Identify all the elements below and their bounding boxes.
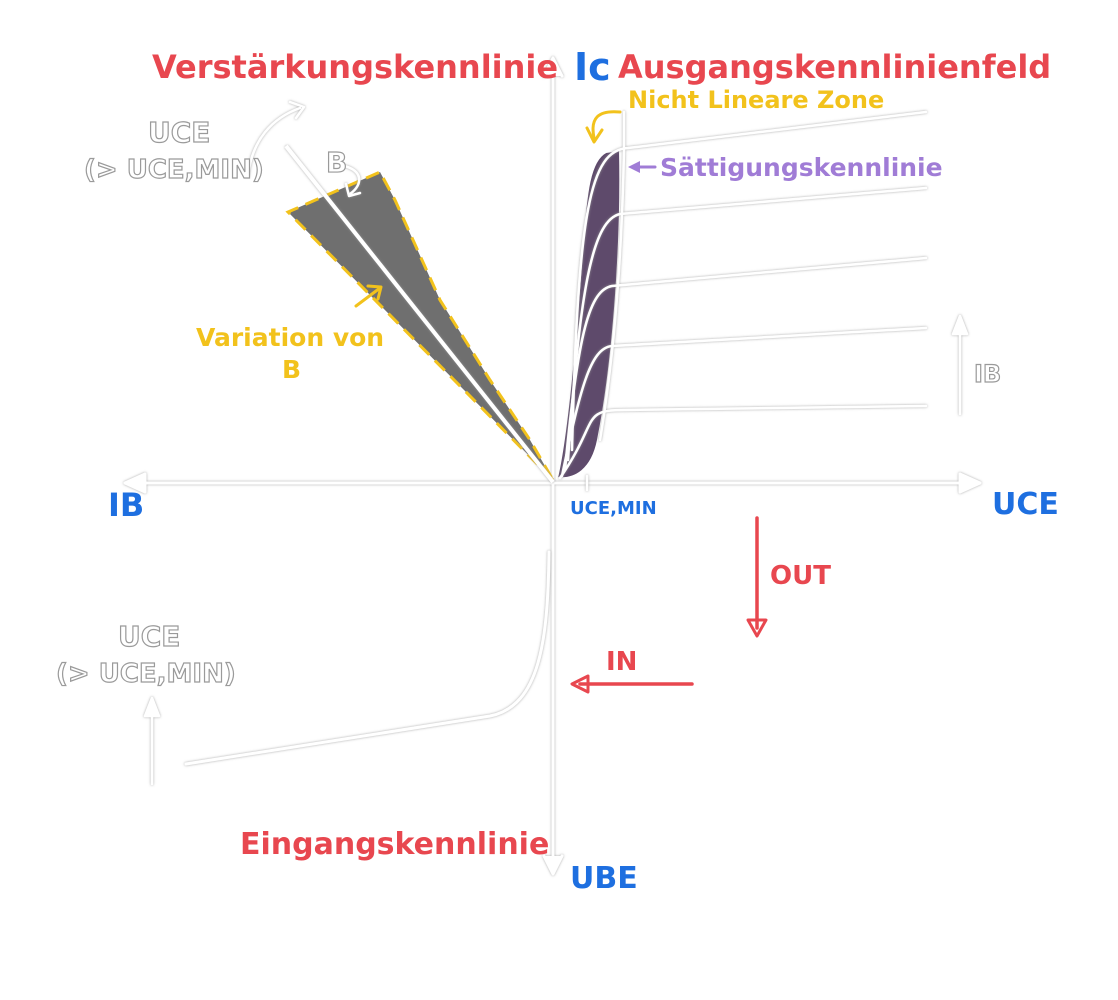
title-verstaerkungskennlinie: Verstärkungskennlinie [152,48,558,86]
colored-arrows [354,110,768,694]
ib-axis-arrowhead [123,472,147,494]
variation-arrow [354,286,382,308]
beta-variation-area [285,170,555,482]
nicht-lineare-arrow [591,110,622,140]
title-ausgangskennlinienfeld: Ausgangskennlinienfeld [618,48,1051,86]
ic-axis-arrowhead [542,56,564,78]
axis-label-ic: Ic [574,45,611,89]
label-uce-top-line2: (> UCE,MIN) [84,155,264,185]
axes [123,56,982,876]
out-arrowhead [746,618,768,638]
beta-region [284,144,555,484]
axis-label-uce-min: UCE,MIN [570,498,657,519]
output-curves [558,110,928,492]
output-curve-2 [560,326,928,478]
label-out: OUT [770,561,831,591]
beta-line [284,144,555,484]
label-beta: B [326,146,347,179]
nicht-lineare-arrowhead [585,126,604,144]
ib-up-arrowhead [951,314,969,336]
label-in: IN [606,647,637,677]
label-nicht-lineare-zone: Nicht Lineare Zone [628,86,884,114]
saettigung-arrowhead [628,161,640,173]
label-saettigungskennlinie: Sättigungskennlinie [660,153,943,182]
beta-pointer-arrow [342,164,361,196]
output-curve-3 [563,256,928,472]
output-curve-5 [570,110,928,452]
uce-top-arrowhead [288,100,306,120]
in-arrowhead [570,674,590,694]
axis-label-uce: UCE [992,487,1059,522]
input-curve-group [184,550,551,766]
white-arrows [143,100,969,786]
beta-pointer-arrowhead [344,182,362,198]
label-uce-bottom-line2: (> UCE,MIN) [56,659,236,689]
title-eingangskennlinie: Eingangskennlinie [240,827,549,862]
axis-label-ube: UBE [570,861,638,896]
label-ib-arrow: IB [974,360,1001,388]
variation-arrowhead [366,284,383,301]
label-uce-top-line1: UCE [148,116,210,149]
label-uce-bottom-line1: UCE [118,620,180,653]
label-variation-b: B [282,355,301,384]
saturation-boundary-line [598,110,626,442]
label-variation-von: Variation von [196,323,384,352]
axis-label-ib: IB [108,486,144,524]
output-curve-1 [558,404,928,480]
labels: Verstärkungskennlinie Ausgangskennlinien… [55,45,1059,896]
uce-axis-arrowhead [958,472,982,494]
uce-top-curved-arrow [246,106,302,178]
ube-axis-arrowhead [542,854,564,876]
uce-bottom-up-arrowhead [143,696,161,718]
input-curve [184,550,551,766]
